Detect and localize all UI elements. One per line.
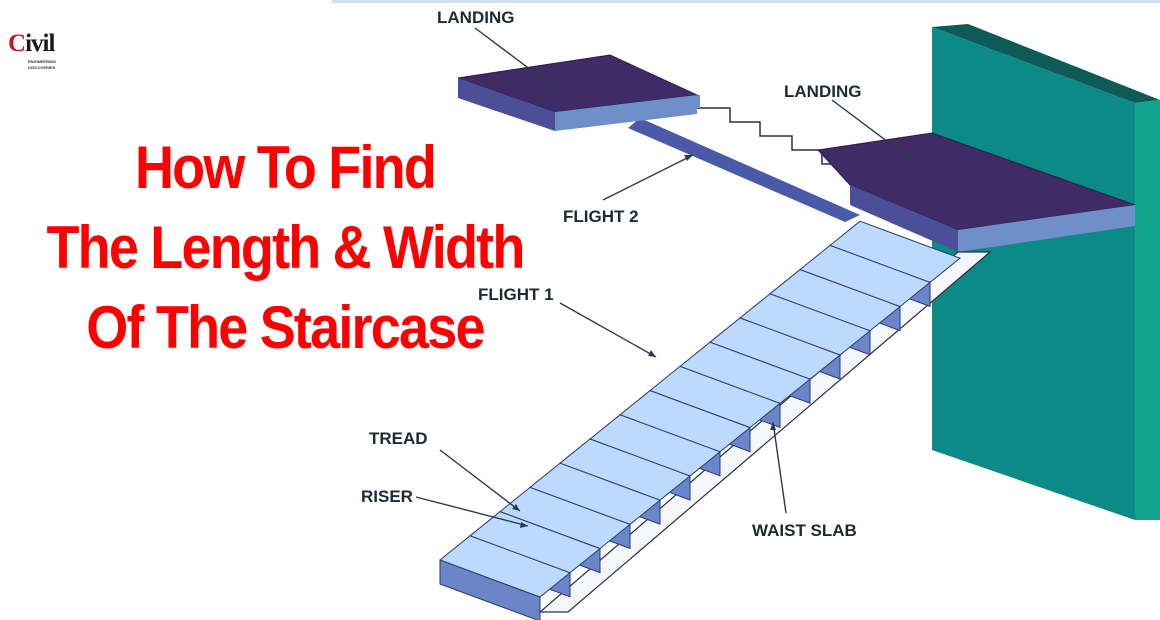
wall-side [932, 24, 1160, 103]
headline-line-2: The Length & Width [46, 214, 525, 281]
arrow-landing-right [831, 99, 913, 161]
right-landing-side [958, 205, 1135, 252]
label-tread: TREAD [369, 429, 428, 448]
headline: How To Find The Length & Width Of The St… [29, 128, 542, 368]
arrow-flight-1 [559, 302, 657, 358]
arrow-flight-2 [602, 154, 694, 201]
right-landing-front [850, 185, 958, 252]
flight-1-tread [439, 535, 571, 598]
label-landing-top: LANDING [437, 8, 514, 27]
label-waist-slab: WAIST SLAB [752, 521, 857, 540]
arrowhead-landing-top [547, 81, 555, 88]
arrowhead-tread [512, 504, 520, 511]
logo-wordmark: Civil [8, 30, 55, 57]
arrow-waist-slab [772, 421, 787, 514]
top-divider-line [332, 0, 1160, 3]
wall-front [932, 27, 1135, 520]
top-landing-side [555, 95, 697, 131]
flight-1-steps [439, 220, 961, 620]
label-riser: RISER [361, 487, 413, 506]
arrow-landing-top [474, 27, 556, 89]
logo-subtitle-2: DISCOVERIES [28, 65, 56, 70]
top-landing-front [458, 78, 555, 131]
arrow-riser [415, 496, 529, 527]
arrowhead-riser [520, 522, 528, 528]
headline-line-1: How To Find [134, 134, 437, 201]
wall-side-face [1135, 100, 1160, 520]
arrowhead-landing-right [904, 152, 912, 160]
arrowhead-waist-slab [770, 422, 776, 430]
logo-subtitle-1: ENGINEERING [28, 59, 57, 64]
flight-2-slab [628, 118, 860, 222]
arrowhead-flight-2 [684, 155, 693, 161]
civil-logo: Civil ENGINEERING DISCOVERIES [8, 28, 78, 72]
arrow-tread [439, 449, 521, 512]
arrowhead-flight-1 [648, 350, 656, 357]
label-flight-2: FLIGHT 2 [563, 207, 639, 226]
flight-2-step-face [697, 95, 700, 108]
label-landing-right: LANDING [784, 82, 861, 101]
label-flight-1: FLIGHT 1 [478, 285, 554, 304]
headline-line-3: Of The Staircase [86, 294, 485, 361]
